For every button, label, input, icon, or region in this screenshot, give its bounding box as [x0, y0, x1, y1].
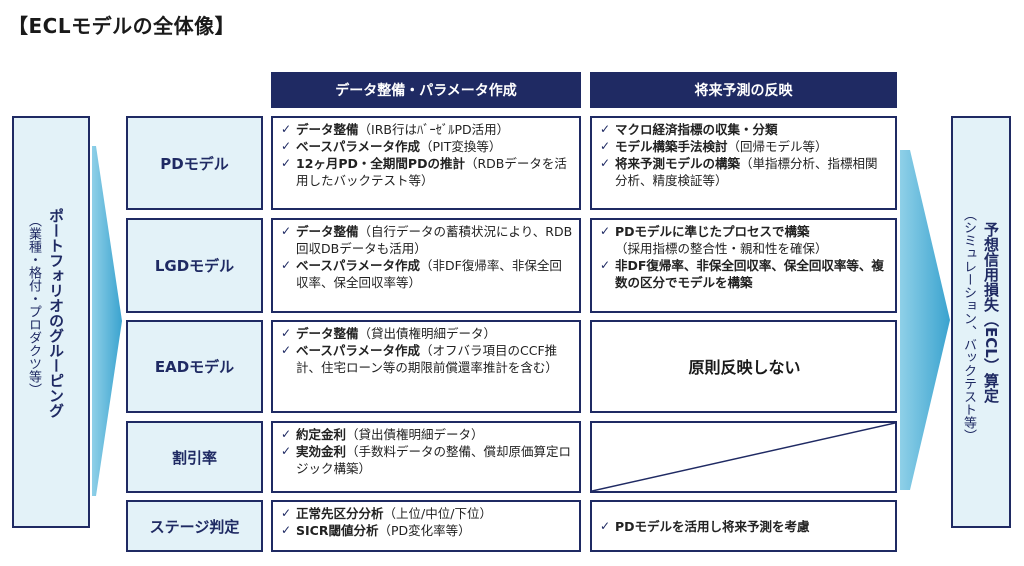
list-item: ✓データ整備（貸出債権明細データ） [281, 326, 497, 341]
page-title: 【ECLモデルの全体像】 [8, 14, 236, 38]
ead-forecast-cell: 原則反映しない [590, 320, 897, 413]
list-item: ✓データ整備（自行データの蓄積状況により、RDB回収DBデータも活用） [281, 224, 573, 256]
list-item: ✓マクロ経済指標の収集・分類 [600, 122, 778, 137]
right-arrow [900, 150, 950, 490]
check-icon: ✓ [281, 343, 292, 357]
column-header-forecast: 将来予測の反映 [590, 72, 897, 108]
check-icon: ✓ [281, 523, 292, 537]
row-header-stage: ステージ判定 [126, 500, 263, 552]
check-icon: ✓ [600, 258, 611, 272]
ecl-calculation-box: 予想信用損失（ECL）算定 （シミュレーション、バックテスト等） [951, 116, 1011, 528]
pd-forecast-cell: ✓マクロ経済指標の収集・分類 ✓モデル構築手法検討（回帰モデル等） ✓将来予測モ… [590, 116, 897, 210]
list-item: ✓12ヶ月PD・全期間PDの推計（RDBデータを活用したバックテスト等） [281, 156, 567, 188]
ead-data-prep-cell: ✓データ整備（貸出債権明細データ） ✓ベースパラメータ作成（オフバラ項目のCCF… [271, 320, 581, 413]
portfolio-grouping-box: ポートフォリオのグルーピング （業種・格付・プロダクツ等） [12, 116, 90, 528]
check-icon: ✓ [600, 156, 611, 170]
pd-data-prep-cell: ✓データ整備（IRB行はﾊﾞｰｾﾞﾙPD活用） ✓ベースパラメータ作成（PIT変… [271, 116, 581, 210]
row-header-lgd: LGDモデル [126, 218, 263, 313]
check-icon: ✓ [281, 139, 292, 153]
check-icon: ✓ [281, 258, 292, 272]
list-item: ✓データ整備（IRB行はﾊﾞｰｾﾞﾙPD活用） [281, 122, 510, 137]
left-arrow [92, 146, 122, 496]
stage-data-prep-cell: ✓正常先区分分析（上位/中位/下位） ✓SICR閾値分析（PD変化率等） [271, 500, 581, 552]
check-icon: ✓ [600, 224, 611, 238]
list-item: ✓SICR閾値分析（PD変化率等） [281, 523, 471, 538]
check-icon: ✓ [600, 122, 611, 136]
ecl-calculation-label: 予想信用損失（ECL）算定 [982, 222, 1000, 403]
check-icon: ✓ [600, 139, 611, 153]
list-item: ✓ベースパラメータ作成（非DF復帰率、非保全回収率、保全回収率等） [281, 258, 562, 290]
ecl-calculation-sublabel: （シミュレーション、バックテスト等） [961, 208, 976, 442]
check-icon: ✓ [281, 224, 292, 238]
row-header-pd: PDモデル [126, 116, 263, 210]
list-item: ✓将来予測モデルの構築（単指標分析、指標相関分析、精度検証等） [600, 156, 878, 188]
check-icon: ✓ [281, 122, 292, 136]
stage-forecast-cell: ✓PDモデルを活用し将来予測を考慮 [590, 500, 897, 552]
check-icon: ✓ [281, 326, 292, 340]
list-item: ✓ベースパラメータ作成（オフバラ項目のCCF推計、住宅ローン等の期限前償還率推計… [281, 343, 558, 375]
portfolio-grouping-sublabel: （業種・格付・プロダクツ等） [26, 214, 41, 396]
check-icon: ✓ [281, 506, 292, 520]
lgd-forecast-cell: ✓PDモデルに準じたプロセスで構築（採用指標の整合性・親和性を確保） ✓非DF復… [590, 218, 897, 313]
column-header-data-prep: データ整備・パラメータ作成 [271, 72, 581, 108]
discount-forecast-cell-not-applicable [590, 421, 897, 493]
check-icon: ✓ [281, 427, 292, 441]
row-header-ead: EADモデル [126, 320, 263, 413]
row-header-discount-rate: 割引率 [126, 421, 263, 493]
list-item: ✓非DF復帰率、非保全回収率、保全回収率等、複数の区分でモデルを構築 [600, 258, 884, 290]
list-item: ✓PDモデルに準じたプロセスで構築（採用指標の整合性・親和性を確保） [600, 224, 828, 256]
list-item: ✓PDモデルを活用し将来予測を考慮 [600, 519, 810, 534]
diagonal-line [592, 423, 895, 491]
check-icon: ✓ [600, 519, 611, 533]
list-item: ✓モデル構築手法検討（回帰モデル等） [600, 139, 828, 154]
list-item: ✓正常先区分分析（上位/中位/下位） [281, 506, 492, 521]
check-icon: ✓ [281, 444, 292, 458]
check-icon: ✓ [281, 156, 292, 170]
list-item: ✓約定金利（貸出債権明細データ） [281, 427, 484, 442]
list-item: ✓実効金利（手数料データの整備、償却原価算定ロジック構築） [281, 444, 572, 476]
lgd-data-prep-cell: ✓データ整備（自行データの蓄積状況により、RDB回収DBデータも活用） ✓ベース… [271, 218, 581, 313]
list-item: ✓ベースパラメータ作成（PIT変換等） [281, 139, 502, 154]
portfolio-grouping-label: ポートフォリオのグルーピング [47, 208, 65, 418]
discount-data-prep-cell: ✓約定金利（貸出債権明細データ） ✓実効金利（手数料データの整備、償却原価算定ロ… [271, 421, 581, 493]
